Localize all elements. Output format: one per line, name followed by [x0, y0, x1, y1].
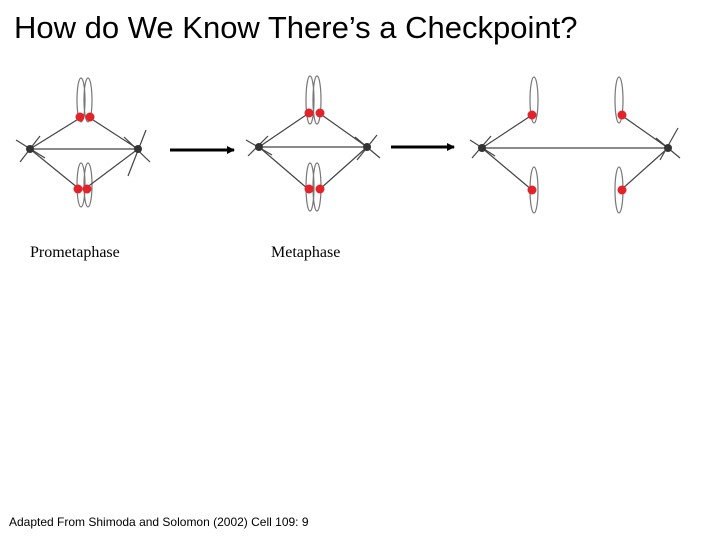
anaphase-chromatids	[529, 76, 624, 214]
stage-label-prometaphase: Prometaphase	[30, 244, 120, 261]
citation-text: Adapted From Shimoda and Solomon (2002) …	[9, 515, 309, 529]
stage-label-metaphase: Metaphase	[271, 244, 341, 261]
spindle-poles	[26, 143, 672, 153]
anaphase-spindle	[469, 114, 681, 191]
prometaphase-spindle	[15, 117, 151, 189]
kinetochores	[73, 108, 627, 195]
slide-title: How do We Know There’s a Checkpoint?	[14, 10, 578, 45]
